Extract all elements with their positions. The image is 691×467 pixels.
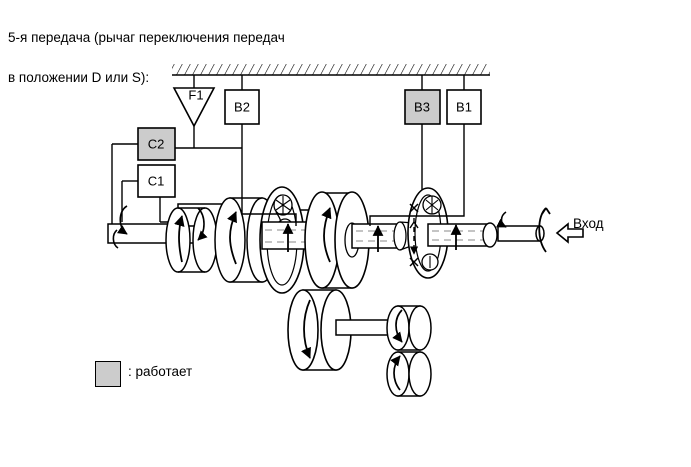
input-indicator (538, 207, 584, 253)
element-F1-label: F1 (188, 88, 203, 103)
element-C2[interactable]: C2 (111, 127, 242, 232)
rotation-arrow-left (112, 205, 128, 249)
element-B3[interactable]: B3 (404, 89, 441, 196)
page-title: 5-я передача (рычаг переключения передач… (8, 8, 428, 108)
element-B3-label: B3 (414, 100, 430, 115)
page-title-line-1: 5-я передача (рычаг переключения передач (8, 30, 285, 45)
page-title-line-2: в положении D или S): (8, 70, 150, 85)
ground-connector-lines (193, 75, 465, 90)
legend-swatch (95, 361, 121, 387)
element-B2[interactable]: B2 (224, 89, 260, 196)
element-C2-label: C2 (148, 137, 165, 152)
element-B1[interactable]: B1 (446, 89, 482, 206)
drum-clutch-c1 (165, 203, 229, 273)
input-label: Вход (573, 216, 604, 231)
sun-shaft-rear (427, 222, 498, 250)
ring-motion-markers (409, 203, 419, 267)
element-B2-label: B2 (234, 100, 250, 115)
element-F1[interactable]: F1 (172, 87, 216, 149)
element-C1-label: C1 (148, 174, 165, 189)
ground-support (172, 64, 490, 76)
rotation-marker-output (495, 211, 507, 228)
pinion-gears-rear (421, 195, 442, 271)
b1-connection-bracket (369, 206, 465, 226)
counter-gear-assembly (287, 289, 432, 397)
element-B1-label: B1 (456, 100, 472, 115)
input-arrow-icon (555, 222, 584, 244)
legend-label: : работает (128, 364, 193, 379)
